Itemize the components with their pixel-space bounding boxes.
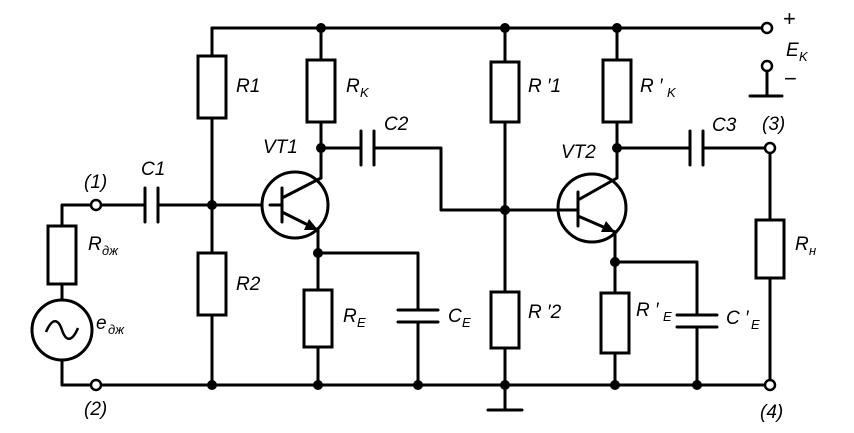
label-port-4: (4) xyxy=(760,402,783,423)
label-rk: R xyxy=(346,76,360,97)
label-port-1: (1) xyxy=(84,172,107,193)
resistors xyxy=(46,54,786,355)
label-rk-sub: K xyxy=(360,85,370,100)
capacitor-c1 xyxy=(143,186,160,224)
capacitors xyxy=(143,129,719,329)
label-edzh: e xyxy=(96,313,107,334)
resistor-re xyxy=(302,288,334,349)
terminal-4 xyxy=(763,378,777,392)
label-r2: R2 xyxy=(236,274,261,295)
label-rk-prime: R ′ xyxy=(640,76,664,97)
terminal-1 xyxy=(89,198,103,212)
label-port-3: (3) xyxy=(762,114,785,135)
resistor-rn xyxy=(754,218,786,280)
label-re-sub: E xyxy=(357,315,366,330)
resistor-re-prime xyxy=(599,291,631,355)
label-ce-prime: C ′ xyxy=(726,308,750,329)
terminal-supply-minus xyxy=(760,59,774,73)
label-ek-sub: K xyxy=(799,49,809,64)
labels: R1 R2 R K R E C E C1 C2 C3 VT1 VT2 R ′1 … xyxy=(84,6,816,423)
capacitor-ce xyxy=(396,308,440,324)
label-ce: C xyxy=(448,306,462,327)
resistor-r1 xyxy=(196,54,228,120)
capacitor-ce-prime xyxy=(675,313,719,329)
label-ce-prime-sub: E xyxy=(751,317,760,332)
label-vt1: VT1 xyxy=(263,137,298,158)
label-minus: − xyxy=(784,66,797,91)
label-rk-prime-sub: K xyxy=(667,85,677,100)
resistor-r2-prime xyxy=(489,290,521,350)
label-re-prime-sub: E xyxy=(663,309,672,324)
label-edzh-sub: дж xyxy=(108,322,125,337)
label-plus: + xyxy=(783,6,796,31)
label-r2-prime: R ′2 xyxy=(528,302,562,323)
terminal-2 xyxy=(89,378,103,392)
terminal-3 xyxy=(763,141,777,155)
resistor-r2 xyxy=(196,251,228,317)
capacitor-c2 xyxy=(359,129,376,167)
resistor-rdzh xyxy=(46,224,78,286)
label-c3: C3 xyxy=(712,115,737,136)
label-ce-sub: E xyxy=(462,315,471,330)
label-vt2: VT2 xyxy=(561,142,596,163)
label-c1: C1 xyxy=(141,159,165,180)
label-re: R xyxy=(343,306,357,327)
resistor-rk-prime xyxy=(601,58,633,124)
transistor-vt1 xyxy=(260,170,330,240)
label-c2: C2 xyxy=(384,114,409,135)
resistor-rk xyxy=(305,58,337,124)
label-port-2: (2) xyxy=(84,399,107,420)
capacitor-c3 xyxy=(688,129,705,167)
label-rn: R xyxy=(795,234,809,255)
label-rdzh: R xyxy=(88,234,102,255)
signal-source xyxy=(30,298,94,362)
transistor-vt2 xyxy=(556,172,628,244)
terminals xyxy=(89,21,777,392)
label-ek: E xyxy=(786,40,799,61)
resistor-r1-prime xyxy=(489,60,521,124)
junction-dots xyxy=(207,23,702,390)
terminal-supply-plus xyxy=(760,21,774,35)
label-r1: R1 xyxy=(236,76,260,97)
label-re-prime: R ′ xyxy=(636,300,660,321)
label-rdzh-sub: дж xyxy=(102,243,119,258)
label-rn-sub: н xyxy=(809,243,816,258)
label-r1-prime: R ′1 xyxy=(528,76,561,97)
